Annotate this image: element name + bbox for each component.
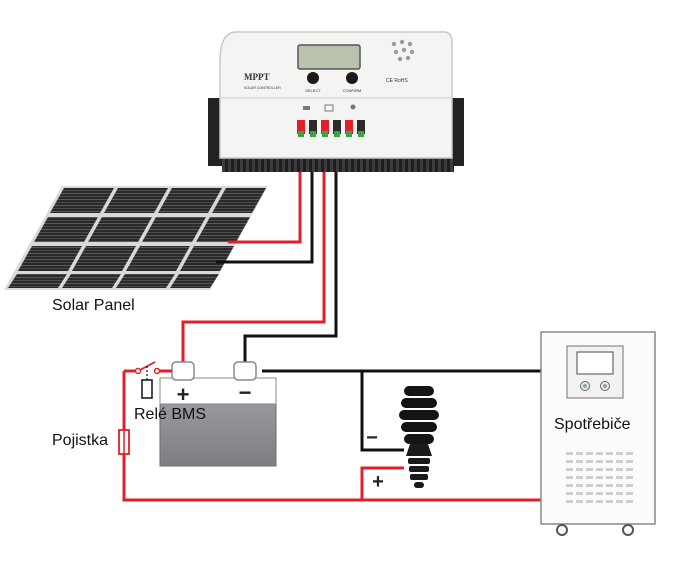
vent-slot <box>596 468 603 471</box>
panel-negative-wire <box>216 140 314 264</box>
controller-terminals <box>297 120 365 137</box>
vent-slot <box>576 460 583 463</box>
cert-label: CE RoHS <box>386 78 408 84</box>
vent-slot <box>566 452 573 455</box>
vent-slot <box>616 468 623 471</box>
vent-slot <box>626 452 633 455</box>
vent-slot <box>586 452 593 455</box>
battery-positive-wire <box>181 140 326 362</box>
positive-bus-wire <box>122 371 541 502</box>
vent-slot <box>626 500 633 503</box>
vent-slot <box>566 460 573 463</box>
vent-slot <box>606 452 613 455</box>
relay-label: Relé BMS <box>134 406 207 423</box>
loads-unit-wheel-left <box>556 524 568 536</box>
confirm-button <box>346 72 358 84</box>
vent-slot <box>616 484 623 487</box>
vent-slot <box>616 500 623 503</box>
vent-slot <box>596 452 603 455</box>
controller-body <box>219 31 453 159</box>
relay-coil <box>141 379 153 399</box>
loads-label: Spotřebiče <box>554 416 631 433</box>
fuse-label: Pojistka <box>52 432 109 449</box>
vent-slot <box>616 452 623 455</box>
controller-lcd <box>297 44 361 70</box>
battery-plus-sign: + <box>177 382 190 407</box>
battery-minus-sign: − <box>239 380 252 405</box>
vent-slot <box>596 476 603 479</box>
fuse <box>118 429 130 455</box>
vent-slot <box>586 460 593 463</box>
loads-unit-wheel-right <box>622 524 634 536</box>
vent-slot <box>586 492 593 495</box>
vent-slot <box>606 476 613 479</box>
confirm-label: CONFIRM <box>343 88 362 93</box>
battery-negative-wire <box>243 140 338 362</box>
vent-slot <box>596 500 603 503</box>
vent-slot <box>586 500 593 503</box>
vent-slot <box>596 492 603 495</box>
battery-negative-terminal <box>233 361 257 381</box>
vent-slot <box>586 484 593 487</box>
vent-slot <box>566 476 573 479</box>
vent-slot <box>626 460 633 463</box>
status-icons <box>391 39 415 62</box>
vent-slot <box>606 484 613 487</box>
vent-slot <box>596 460 603 463</box>
vent-slot <box>626 484 633 487</box>
loads-unit-display <box>576 351 614 375</box>
brand-label: MPPT <box>244 72 270 82</box>
vent-slot <box>586 468 593 471</box>
bulb-positive-wire <box>360 466 404 500</box>
solar-panel <box>4 186 268 290</box>
vent-slot <box>606 492 613 495</box>
solar-panel-label: Solar Panel <box>52 297 135 314</box>
vent-slot <box>626 492 633 495</box>
vent-slot <box>616 492 623 495</box>
select-button <box>307 72 319 84</box>
vent-slot <box>566 492 573 495</box>
vent-slot <box>576 484 583 487</box>
bulb-minus-sign: − <box>366 427 378 449</box>
vent-slot <box>616 476 623 479</box>
vent-slot <box>566 468 573 471</box>
battery: + − <box>159 361 277 467</box>
mppt-controller: SELECT CONFIRM MPPT SOLAR CONTROLLER CE … <box>208 31 464 172</box>
bms-relay <box>124 361 172 399</box>
vent-slot <box>616 460 623 463</box>
panel-positive-wire <box>228 140 302 244</box>
vent-slot <box>596 484 603 487</box>
vent-slot <box>606 500 613 503</box>
loads-unit-vents <box>566 452 633 503</box>
controller-subtitle: SOLAR CONTROLLER <box>244 86 281 90</box>
terminal-icons <box>303 104 356 112</box>
vent-slot <box>576 452 583 455</box>
wires <box>122 140 541 502</box>
vent-slot <box>576 492 583 495</box>
loads-unit <box>540 331 656 536</box>
vent-slot <box>576 468 583 471</box>
vent-slot <box>566 500 573 503</box>
vent-slot <box>586 476 593 479</box>
battery-positive-terminal <box>171 361 195 381</box>
vent-slot <box>626 476 633 479</box>
vent-slot <box>626 468 633 471</box>
cfl-bulb: − + <box>366 386 439 493</box>
vent-slot <box>576 500 583 503</box>
vent-slot <box>606 468 613 471</box>
bulb-negative-wire <box>360 371 404 452</box>
bulb-plus-sign: + <box>372 471 384 493</box>
vent-slot <box>576 476 583 479</box>
vent-slot <box>606 460 613 463</box>
vent-slot <box>566 484 573 487</box>
select-label: SELECT <box>305 88 321 93</box>
